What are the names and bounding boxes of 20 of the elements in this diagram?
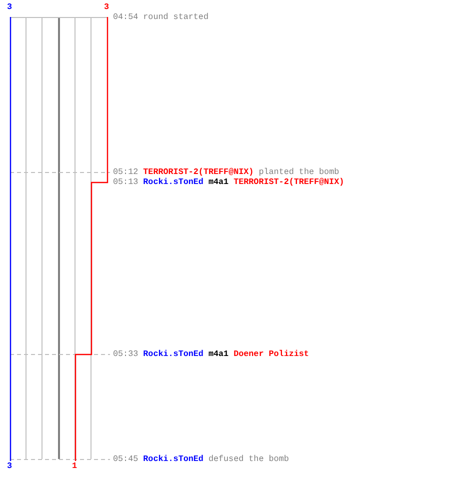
weapon-name: m4a1 <box>208 349 229 359</box>
timestamp: 05:45 <box>113 454 138 464</box>
player-name: Doener Polizist <box>234 349 309 359</box>
player-name: Rocki.sTonEd <box>143 349 204 359</box>
team-count: 1 <box>72 461 78 471</box>
timestamp: 04:54 <box>113 12 138 22</box>
player-name: Rocki.sTonEd <box>143 454 204 464</box>
event-text: defused the bomb <box>208 454 289 464</box>
team-count: 3 <box>7 461 12 471</box>
player-name: TERRORIST-2(TREFF@NIX) <box>143 167 254 177</box>
team-count: 3 <box>7 2 12 12</box>
player-name: Rocki.sTonEd <box>143 177 204 187</box>
timestamp: 05:12 <box>113 167 138 177</box>
weapon-name: m4a1 <box>208 177 229 187</box>
timestamp: 05:13 <box>113 177 138 187</box>
timestamp: 05:33 <box>113 349 138 359</box>
team-count: 3 <box>104 2 110 12</box>
event-text: planted the bomb <box>258 167 340 177</box>
player-name: TERRORIST-2(TREFF@NIX) <box>234 177 344 187</box>
event-text: round started <box>143 12 208 22</box>
